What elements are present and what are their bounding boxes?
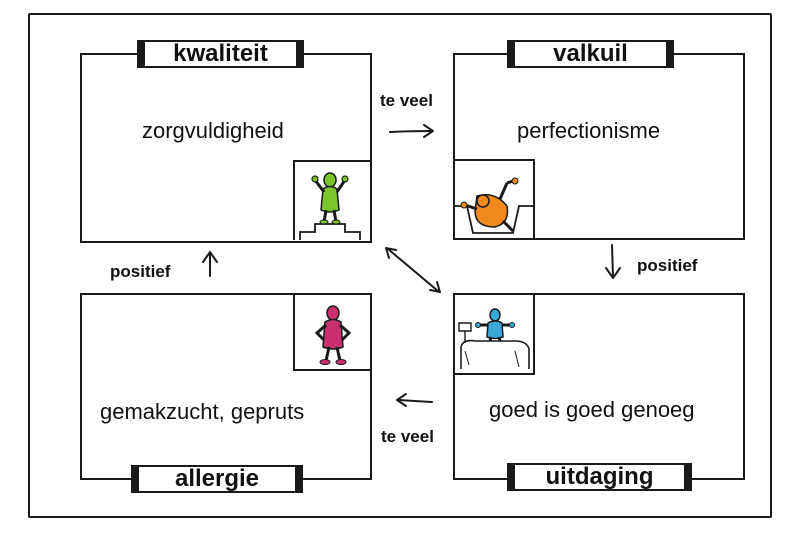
label-allergie-text: allergie (175, 465, 259, 492)
label-uitdaging-text: uitdaging (546, 463, 654, 490)
arrow-right-icon (390, 125, 433, 137)
label-valkuil-text: valkuil (553, 40, 628, 67)
arrow-up-icon (203, 252, 217, 276)
arrow-down-icon (606, 245, 620, 278)
label-kwaliteit-text: kwaliteit (173, 40, 268, 67)
arrow-diagonal-double-icon (386, 248, 440, 292)
arrow-left-icon (397, 394, 432, 406)
